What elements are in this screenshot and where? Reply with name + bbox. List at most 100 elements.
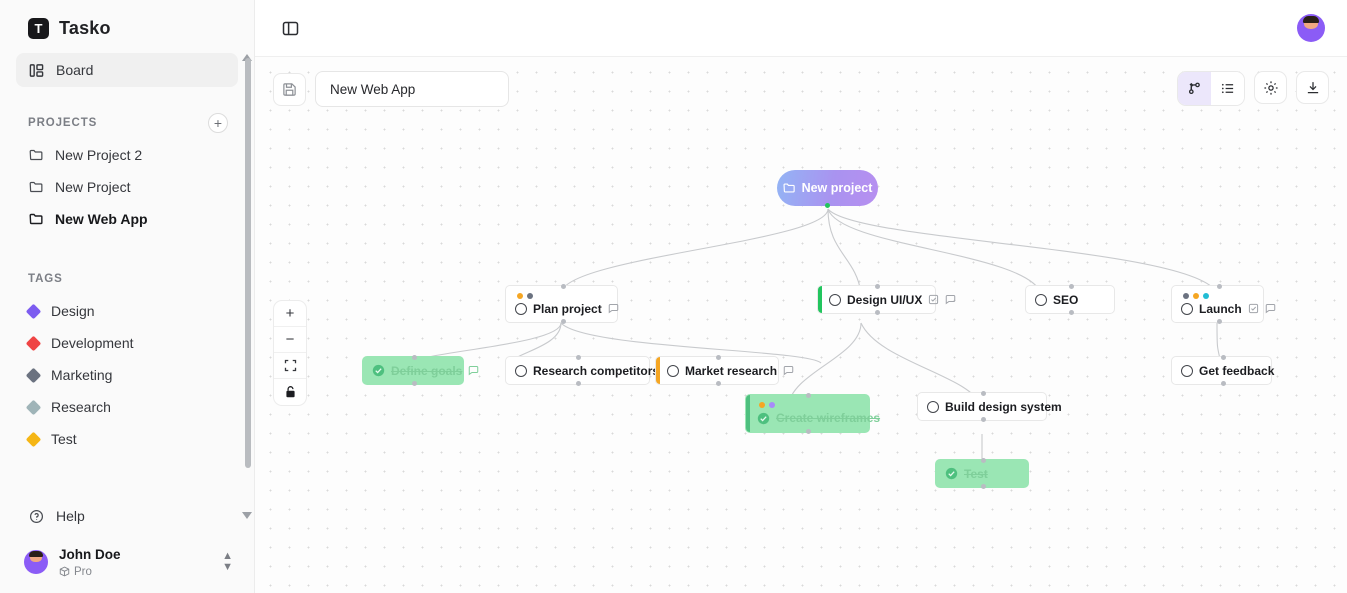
board-canvas[interactable]: + − New projec xyxy=(255,57,1347,593)
sidebar-tag-design[interactable]: Design xyxy=(0,295,254,327)
node-tag-dots xyxy=(746,402,869,411)
node-label: SEO xyxy=(1053,292,1079,307)
download-button[interactable] xyxy=(1296,71,1329,104)
node-seo[interactable]: SEO xyxy=(1025,284,1115,315)
node-define-goals[interactable]: Define goals xyxy=(362,355,479,386)
node-handle[interactable] xyxy=(981,458,986,463)
tree-view-button[interactable] xyxy=(1178,72,1211,105)
panel-toggle-icon[interactable] xyxy=(277,15,303,41)
node-handle[interactable] xyxy=(825,203,830,208)
node-handle[interactable] xyxy=(561,319,566,324)
node-handle[interactable] xyxy=(561,284,566,289)
zoom-out-button[interactable]: − xyxy=(274,327,306,353)
status-circle-icon[interactable] xyxy=(1181,302,1193,315)
node-handle[interactable] xyxy=(981,391,986,396)
node-get-feedback[interactable]: Get feedback xyxy=(1171,355,1274,386)
node-row: Market research xyxy=(656,363,794,378)
checklist-icon xyxy=(1248,303,1258,314)
node-handle[interactable] xyxy=(1221,355,1226,360)
add-project-button[interactable]: + xyxy=(208,113,228,133)
sidebar-tag-research[interactable]: Research xyxy=(0,391,254,423)
node-handle[interactable] xyxy=(1217,284,1222,289)
sidebar-scroll-down-arrow[interactable] xyxy=(242,512,252,519)
node-handle[interactable] xyxy=(1069,284,1074,289)
status-circle-icon[interactable] xyxy=(829,293,841,306)
tag-dot xyxy=(527,292,533,299)
sidebar-scroll-up-arrow[interactable] xyxy=(242,54,252,61)
node-handle[interactable] xyxy=(576,381,581,386)
settings-button[interactable] xyxy=(1254,71,1287,104)
status-circle-icon[interactable] xyxy=(927,400,939,413)
tags-header-label: TAGS xyxy=(28,273,63,285)
node-handle[interactable] xyxy=(412,355,417,360)
node-design-ui-ux[interactable]: Design UI/UX xyxy=(817,284,956,315)
node-handle[interactable] xyxy=(412,381,417,386)
status-circle-icon[interactable] xyxy=(515,364,527,377)
fit-view-button[interactable] xyxy=(274,353,306,379)
sidebar-tag-marketing[interactable]: Marketing xyxy=(0,359,254,391)
node-create-wireframes[interactable]: Create wireframes xyxy=(745,393,880,434)
node-handle[interactable] xyxy=(875,284,880,289)
user-plan-label: Pro xyxy=(74,565,92,578)
tag-color-swatch xyxy=(25,399,42,415)
node-handle[interactable] xyxy=(1221,381,1226,386)
node-handle[interactable] xyxy=(1217,319,1222,324)
sidebar-project-new-project-2[interactable]: New Project 2 xyxy=(0,139,254,171)
node-handle[interactable] xyxy=(576,355,581,360)
board-title-input[interactable] xyxy=(315,71,509,107)
sidebar-tag-development[interactable]: Development xyxy=(0,327,254,359)
tag-label: Design xyxy=(51,303,95,319)
tag-dot xyxy=(1193,292,1199,299)
status-circle-icon[interactable] xyxy=(1035,293,1047,306)
sidebar-tag-test[interactable]: Test xyxy=(0,423,254,455)
node-label: Research competitors xyxy=(533,363,660,378)
sidebar-scrollbar[interactable] xyxy=(245,52,251,512)
node-handle[interactable] xyxy=(875,310,880,315)
node-row: Test xyxy=(936,467,1028,481)
zoom-in-button[interactable]: + xyxy=(274,301,306,327)
node-market-research[interactable]: Market research xyxy=(655,355,794,386)
node-handle[interactable] xyxy=(806,393,811,398)
lock-canvas-button[interactable] xyxy=(274,379,306,405)
list-icon xyxy=(1221,83,1234,94)
status-circle-icon[interactable] xyxy=(1181,364,1193,377)
comment-icon xyxy=(946,294,956,305)
sidebar-project-new-project[interactable]: New Project xyxy=(0,171,254,203)
node-build-design-system[interactable]: Build design system xyxy=(917,391,1062,422)
save-button[interactable] xyxy=(273,72,306,106)
node-tag-dots xyxy=(1172,292,1263,302)
node-test[interactable]: Test xyxy=(935,458,1029,489)
list-view-button[interactable] xyxy=(1211,72,1244,105)
node-label: Plan project xyxy=(533,301,602,316)
user-switch-icon[interactable]: ▲▼ xyxy=(222,549,233,573)
tag-dot xyxy=(1203,292,1209,299)
node-row: Research competitors xyxy=(506,364,659,378)
node-handle[interactable] xyxy=(716,381,721,386)
node-research-competitors[interactable]: Research competitors xyxy=(505,355,659,386)
tag-dot xyxy=(759,402,765,408)
node-launch[interactable]: Launch xyxy=(1171,284,1275,324)
sidebar-project-new-web-app[interactable]: New Web App xyxy=(0,203,254,235)
git-branch-icon xyxy=(1188,82,1200,95)
status-circle-icon[interactable] xyxy=(515,302,527,315)
main-area: + − New projec xyxy=(255,0,1347,593)
sidebar-scrollbar-thumb[interactable] xyxy=(245,58,251,468)
node-label: Market research xyxy=(685,363,778,378)
folder-icon xyxy=(783,183,795,193)
node-handle[interactable] xyxy=(981,484,986,489)
sidebar-item-board[interactable]: Board xyxy=(16,53,238,87)
node-row: SEO xyxy=(1026,293,1114,307)
save-icon xyxy=(283,82,296,96)
tag-color-swatch xyxy=(25,303,42,319)
status-circle-icon[interactable] xyxy=(667,364,679,377)
sidebar-user-card[interactable]: John Doe Pro ▲▼ xyxy=(0,539,255,585)
node-handle[interactable] xyxy=(981,417,986,422)
node-handle[interactable] xyxy=(716,355,721,360)
node-new-project[interactable]: New project xyxy=(777,170,878,208)
view-mode-switch xyxy=(1177,71,1245,106)
node-plan-project[interactable]: Plan project xyxy=(505,284,618,324)
node-handle[interactable] xyxy=(806,429,811,434)
sidebar-item-help[interactable]: Help xyxy=(0,500,113,532)
avatar[interactable] xyxy=(1297,14,1325,42)
node-handle[interactable] xyxy=(1069,310,1074,315)
